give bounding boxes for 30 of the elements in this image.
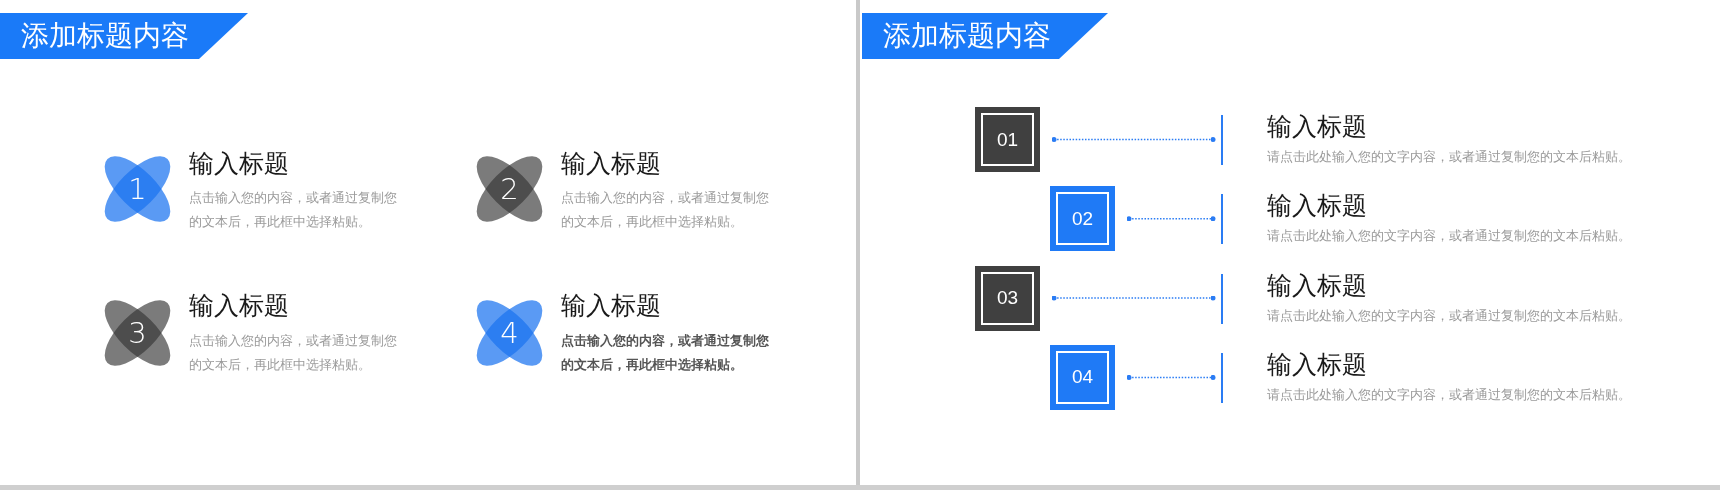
- item-heading: 输入标题: [189, 292, 289, 319]
- petal-number: 1: [104, 155, 171, 223]
- item-description: 请点击此处输入您的文字内容，或者通过复制您的文本后粘贴。: [1267, 228, 1631, 246]
- item-heading: 输入标题: [1267, 192, 1367, 220]
- number-square: 01: [975, 107, 1040, 172]
- item-heading: 输入标题: [189, 150, 289, 177]
- item-heading: 输入标题: [561, 292, 661, 319]
- item-description: 请点击此处输入您的文字内容，或者通过复制您的文本后粘贴。: [1267, 386, 1631, 404]
- item-heading: 输入标题: [1267, 113, 1367, 140]
- item-description: 请点击此处输入您的文字内容，或者通过复制您的文本后粘贴。: [1267, 307, 1631, 325]
- title-banner: 添加标题内容: [0, 13, 248, 59]
- petal-number: 3: [104, 299, 171, 367]
- item-heading: 输入标题: [561, 150, 661, 177]
- title-banner: 添加标题内容: [862, 13, 1108, 59]
- item-description: 点击输入您的内容，或者通过复制您的文本后，再此框中选择粘贴。: [561, 332, 770, 374]
- dotted-connector: [1051, 295, 1216, 301]
- dotted-connector: [1126, 374, 1216, 380]
- petal-number: 4: [476, 299, 543, 367]
- item-description: 点击输入您的内容，或者通过复制您的文本后，再此框中选择粘贴。: [561, 190, 770, 231]
- item-heading: 输入标题: [1267, 271, 1367, 299]
- item-description: 点击输入您的内容，或者通过复制您的文本后，再此框中选择粘贴。: [189, 190, 398, 231]
- dotted-connector: [1051, 137, 1216, 142]
- number-square: 02: [1050, 186, 1115, 252]
- dotted-connector: [1126, 216, 1216, 222]
- number-square: 03: [975, 265, 1040, 331]
- item-heading: 输入标题: [1267, 350, 1367, 378]
- item-description: 点击输入您的内容，或者通过复制您的文本后，再此框中选择粘贴。: [189, 333, 398, 374]
- petal-number: 2: [476, 155, 543, 223]
- item-description: 请点击此处输入您的文字内容，或者通过复制您的文本后粘贴。: [1267, 149, 1631, 166]
- number-square: 04: [1050, 344, 1115, 410]
